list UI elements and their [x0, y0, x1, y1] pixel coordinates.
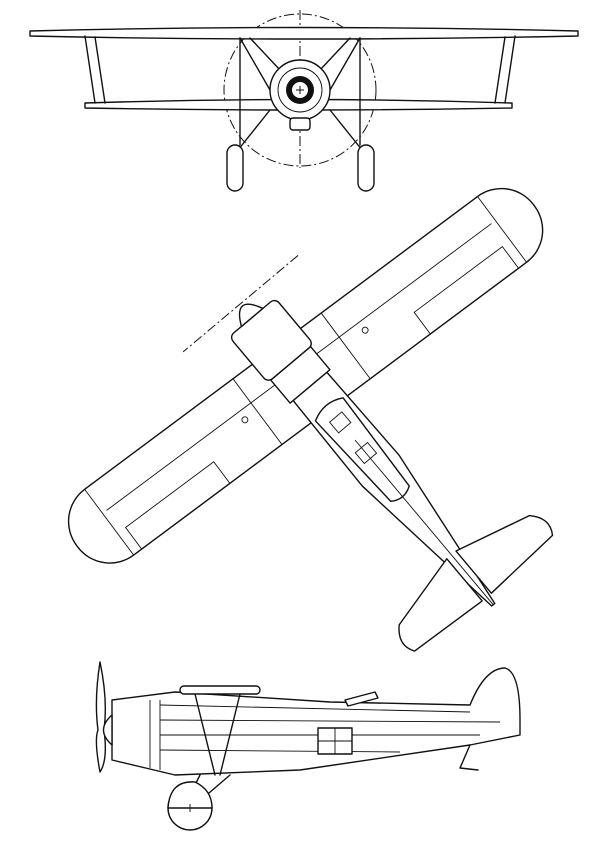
- right-wheel-front: [357, 144, 375, 192]
- cockpit: [314, 397, 410, 503]
- propeller-disc: [223, 13, 377, 167]
- fuselage-side: [111, 667, 521, 776]
- top-view: [67, 187, 554, 652]
- tailplane-top: [398, 514, 554, 652]
- front-view: [29, 10, 579, 192]
- aileron-left: [124, 461, 231, 550]
- aileron-right: [413, 245, 520, 335]
- propeller-spinner: [238, 303, 264, 328]
- struts-front: [84, 35, 516, 151]
- tail-skid: [459, 744, 479, 771]
- machine-gun: [344, 691, 379, 707]
- propeller-side: [95, 661, 107, 773]
- left-wheel-front: [226, 144, 244, 192]
- upper-wing-front: [29, 26, 579, 40]
- side-view: [95, 661, 521, 831]
- upper-wing-side: [179, 685, 261, 695]
